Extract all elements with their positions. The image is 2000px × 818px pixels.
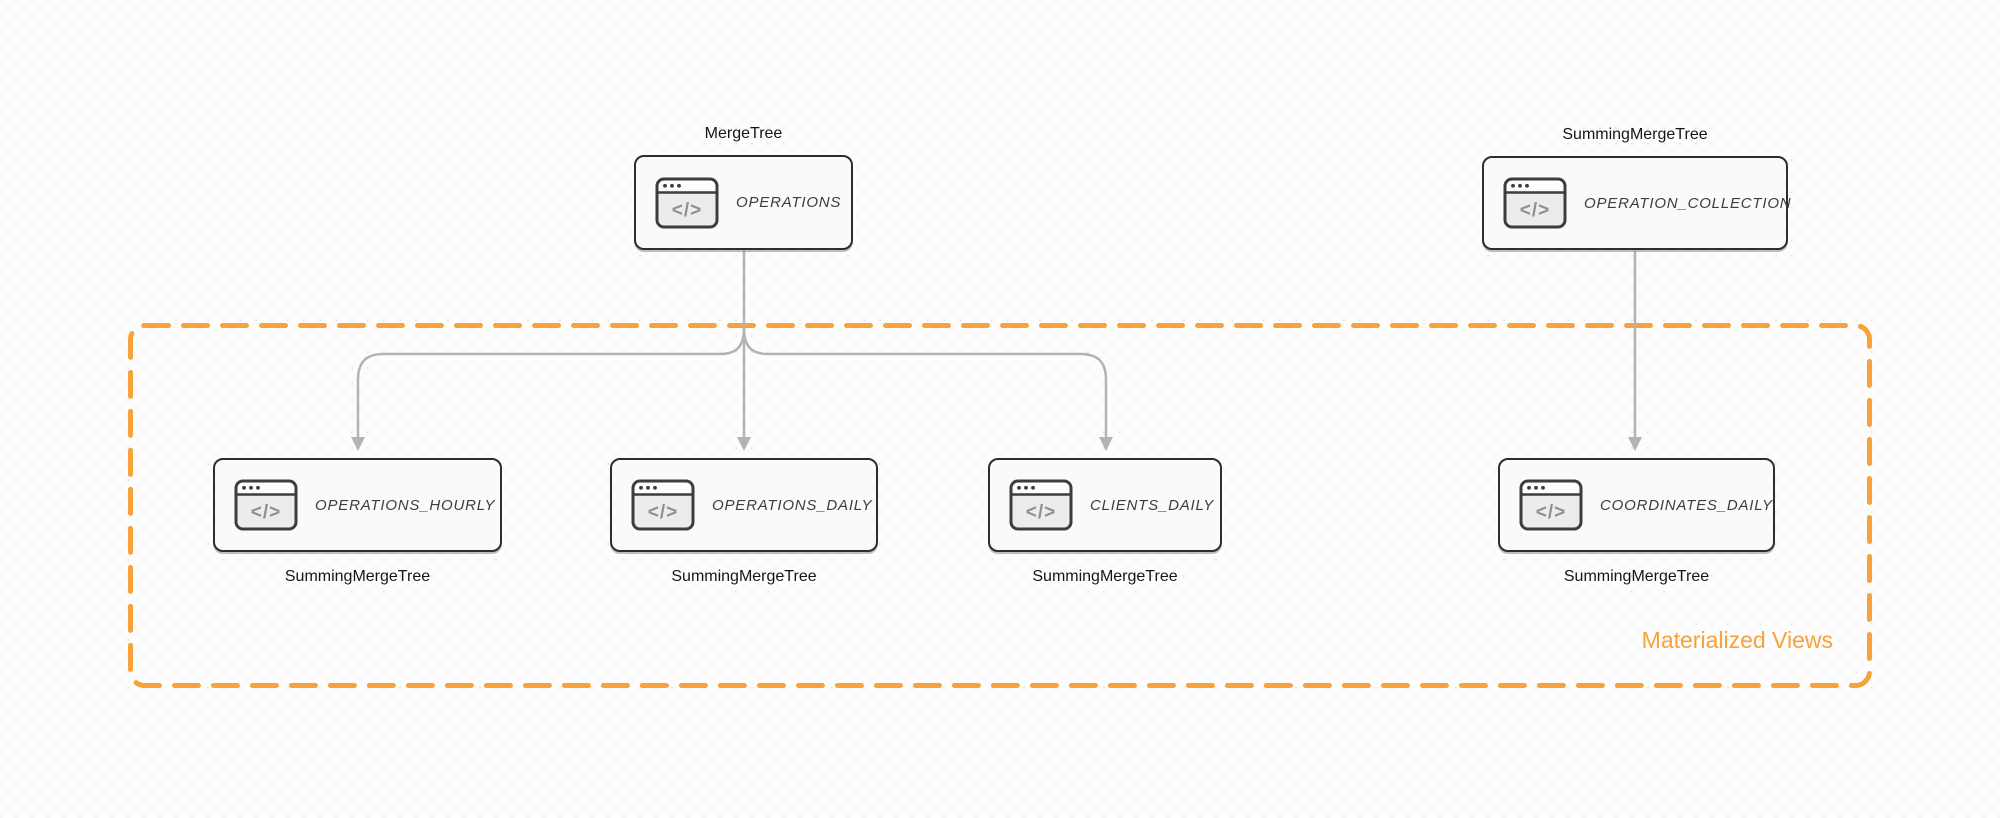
node-operation-collection: SummingMergeTree </> OPERATION_COLLECTIO… xyxy=(1482,126,1792,250)
table-name: OPERATION_COLLECTION xyxy=(1584,194,1792,212)
edge-operations-to-operations-hourly xyxy=(356,326,746,439)
svg-text:</>: </> xyxy=(648,502,678,523)
svg-text:</>: </> xyxy=(1536,502,1566,523)
engine-label: SummingMergeTree xyxy=(284,568,431,585)
table-name: CLIENTS_DAILY xyxy=(1090,496,1215,514)
engine-label: SummingMergeTree xyxy=(1563,568,1710,585)
code-window-icon: </> xyxy=(1009,479,1073,531)
engine-label: SummingMergeTree xyxy=(671,568,817,585)
edge-operations-to-clients-daily xyxy=(742,326,1108,439)
code-window-icon: </> xyxy=(234,479,298,531)
node-operations: MergeTree </> OPERATIONS xyxy=(634,125,853,250)
svg-text:</>: </> xyxy=(1520,200,1550,221)
table-node-box[interactable]: </> OPERATIONS xyxy=(634,155,853,250)
table-node-box[interactable]: </> OPERATIONS_DAILY xyxy=(610,458,878,552)
code-window-icon: </> xyxy=(655,177,719,228)
table-name: OPERATIONS xyxy=(736,194,842,211)
node-coordinates-daily: SummingMergeTree </> COORDINATES_DAILY xyxy=(1498,458,1775,585)
node-operations-hourly: SummingMergeTree </> OPERATIONS_HOURLY xyxy=(213,458,502,585)
table-name: OPERATIONS_HOURLY xyxy=(315,496,496,514)
node-operations-daily: SummingMergeTree </> OPERATIONS_DAILY xyxy=(610,458,878,585)
code-window-icon: </> xyxy=(1519,479,1583,531)
table-node-box[interactable]: </> OPERATION_COLLECTION xyxy=(1482,156,1792,250)
engine-label: MergeTree xyxy=(704,125,783,142)
code-window-icon: </> xyxy=(1503,177,1567,229)
svg-text:</>: </> xyxy=(1026,502,1056,523)
materialized-views-group-label: Materialized Views xyxy=(1641,627,1833,653)
table-node-box[interactable]: </> OPERATIONS_HOURLY xyxy=(213,458,502,552)
table-node-box[interactable]: </> COORDINATES_DAILY xyxy=(1498,458,1775,552)
arrowhead-icon xyxy=(1628,437,1642,451)
arrowhead-icon xyxy=(351,437,365,451)
table-node-box[interactable]: </> CLIENTS_DAILY xyxy=(988,458,1222,552)
arrowhead-icon xyxy=(737,437,751,451)
table-name: COORDINATES_DAILY xyxy=(1600,496,1773,514)
engine-label: SummingMergeTree xyxy=(1032,568,1178,585)
svg-text:</>: </> xyxy=(672,200,702,221)
engine-label: SummingMergeTree xyxy=(1562,126,1708,143)
code-window-icon: </> xyxy=(631,479,695,531)
arrowhead-icon xyxy=(1099,437,1113,451)
node-clients-daily: SummingMergeTree </> CLIENTS_DAILY xyxy=(988,458,1222,585)
svg-text:</>: </> xyxy=(251,502,281,523)
table-name: OPERATIONS_DAILY xyxy=(712,496,873,514)
